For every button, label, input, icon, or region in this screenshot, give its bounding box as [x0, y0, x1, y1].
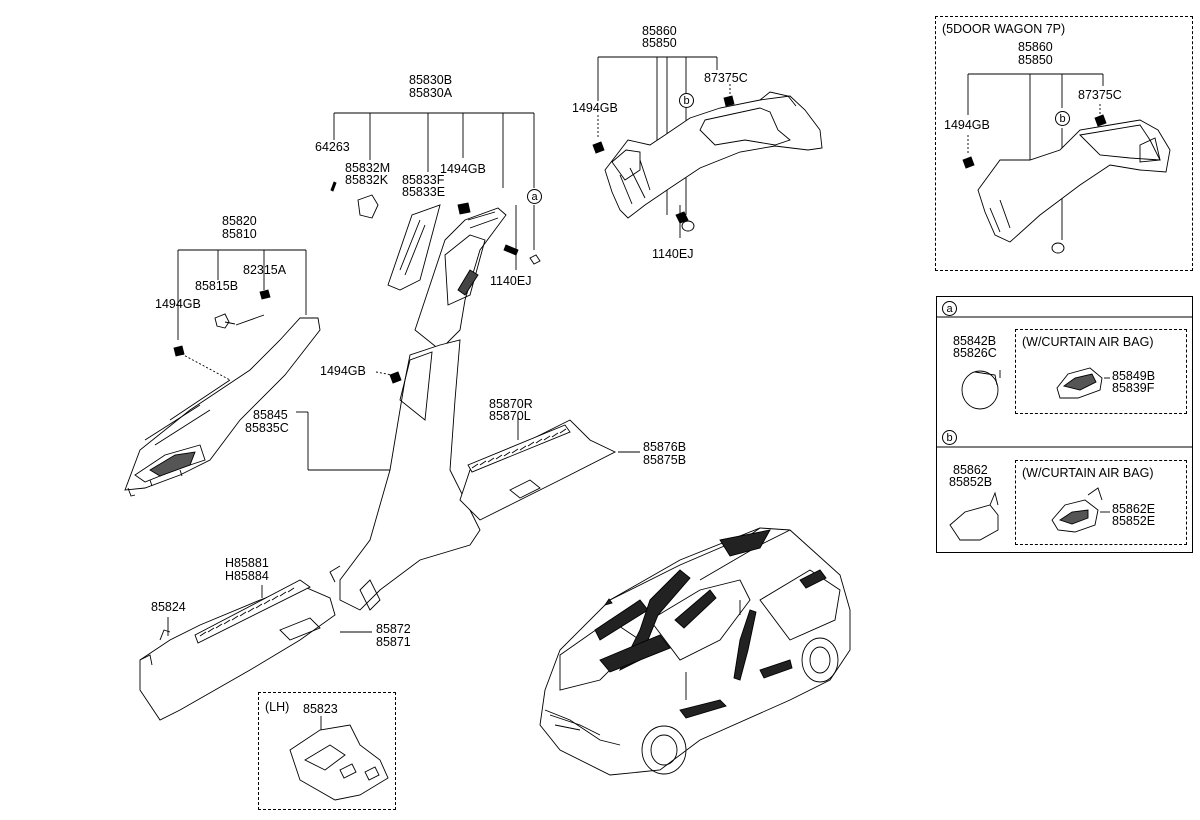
part-label-85832k: 85832K: [345, 173, 389, 187]
part-label-85824: 85824: [151, 600, 186, 614]
part-label-85810: 85810: [222, 227, 257, 241]
lh-bracket-box: (LH) 85823: [258, 692, 396, 810]
part-label-85845: 85845: [253, 408, 288, 422]
part-label-85870r: 85870R: [489, 397, 533, 411]
wagon-part-label-1494gb: 1494GB: [944, 118, 990, 132]
part-label-1140ej-mid: 1140EJ: [490, 274, 532, 288]
part-label-85833e: 85833E: [402, 185, 446, 199]
wagon-inset-drawing: [962, 73, 1171, 254]
legend-a-airbag-title: (W/CURTAIN AIR BAG): [1022, 335, 1154, 349]
front-sill-drawing: [139, 579, 372, 721]
legend-a-tag: a: [942, 301, 957, 316]
vehicle-drawing: [539, 527, 851, 776]
legend-a-airbag-box: (W/CURTAIN AIR BAG) 85849B 85839F: [1015, 329, 1187, 414]
legend-a-label-85839f: 85839F: [1112, 381, 1155, 395]
part-label-85875b: 85875B: [643, 453, 687, 467]
a-pillar-drawing: [124, 249, 321, 497]
part-label-h85884: H85884: [225, 569, 269, 583]
rear-sill-drawing: [459, 418, 640, 521]
rear-pillar-trim-drawing: [592, 56, 823, 238]
callout-b-tag: b: [679, 93, 694, 108]
part-label-h85881: H85881: [225, 556, 269, 570]
part-label-85872: 85872: [376, 622, 411, 636]
part-label-85871: 85871: [376, 635, 411, 649]
part-label-87375c-top: 87375C: [704, 71, 748, 85]
legend-a-label-85842b: 85842B: [953, 334, 997, 348]
part-label-1494gb-left: 1494GB: [155, 297, 201, 311]
part-label-85860-top: 85860: [642, 24, 677, 38]
b-pillar-upper-drawing: [330, 112, 541, 351]
legend-b-label-85862e: 85862E: [1112, 502, 1156, 516]
legend-a-label-85849b: 85849B: [1112, 369, 1156, 383]
lh-box-title: (LH): [265, 700, 290, 714]
part-label-85830a: 85830A: [409, 86, 453, 100]
legend-b-airbag-box: (W/CURTAIN AIR BAG) 85862E 85852E: [1015, 460, 1187, 545]
part-label-85833f: 85833F: [402, 173, 445, 187]
legend-b-drawing: [949, 487, 1110, 541]
legend-a-label-85826c: 85826C: [953, 346, 997, 360]
wagon-part-label-85850: 85850: [1018, 53, 1053, 67]
part-label-1494gb-top: 1494GB: [572, 101, 618, 115]
legend-box: a 85842B 85826C (W/CURTAIN AIR BAG) 8584…: [936, 296, 1193, 553]
part-label-1494gb-mid: 1494GB: [440, 162, 486, 176]
part-label-85832m: 85832M: [345, 161, 391, 175]
part-label-85835c: 85835C: [245, 421, 289, 435]
part-label-85870l: 85870L: [489, 409, 531, 423]
legend-a-drawing: [961, 367, 1110, 410]
wagon-box-title: (5DOOR WAGON 7P): [942, 22, 1066, 36]
lh-bracket-drawing: [289, 716, 389, 801]
legend-b-airbag-title: (W/CURTAIN AIR BAG): [1022, 466, 1154, 480]
part-label-85876b: 85876B: [643, 440, 687, 454]
part-label-85823: 85823: [303, 702, 338, 716]
legend-b-label-85862: 85862: [953, 463, 988, 477]
legend-b-tag: b: [942, 430, 957, 445]
callout-a-tag: a: [527, 189, 542, 204]
part-label-1140ej-top: 1140EJ: [652, 247, 694, 261]
part-label-1494gb-bpillar: 1494GB: [320, 364, 366, 378]
part-label-85850-top: 85850: [642, 36, 677, 50]
part-label-85820: 85820: [222, 214, 257, 228]
wagon-part-label-85860: 85860: [1018, 40, 1053, 54]
part-label-85830b: 85830B: [409, 73, 453, 87]
part-label-82315a: 82315A: [243, 263, 287, 277]
wagon-part-label-87375c: 87375C: [1078, 88, 1122, 102]
legend-b-label-85852b: 85852B: [949, 475, 993, 489]
part-label-85815b: 85815B: [195, 279, 239, 293]
part-label-64263: 64263: [315, 140, 350, 154]
wagon-callout-b-tag: b: [1055, 111, 1070, 126]
wagon-variant-box: (5DOOR WAGON 7P) 85860 85850 87375C 1494…: [935, 16, 1193, 271]
legend-b-label-85852e: 85852E: [1112, 514, 1156, 528]
b-pillar-lower-drawing: [296, 339, 481, 611]
